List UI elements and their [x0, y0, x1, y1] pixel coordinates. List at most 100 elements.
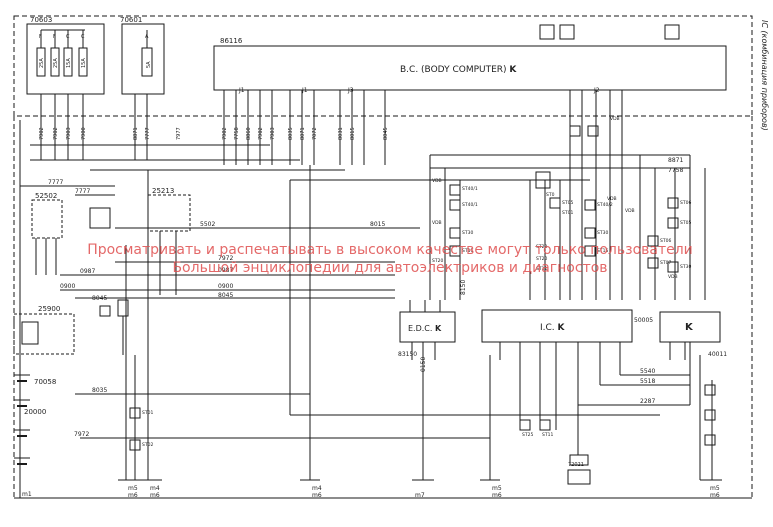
top-wire-3: 7903 [66, 127, 72, 140]
wire-0150: 0150 [420, 357, 427, 372]
switch-label-18: ST05 [680, 220, 691, 226]
vdb-label-6: VDB [668, 274, 678, 280]
top-wire-8: 7902 [222, 127, 228, 140]
switch-label-11: ST11 [536, 266, 547, 272]
switch-label-3: ST30 [462, 230, 473, 236]
wire-7758: 7758 [668, 167, 683, 174]
wire-7777-b: 7777 [75, 188, 90, 195]
switch-label-23: ST11 [542, 432, 553, 438]
relay-code: 25213 [152, 187, 174, 195]
battery-code: 70058 [34, 378, 56, 386]
wire-5518: 5518 [640, 378, 655, 385]
vdb-label-2: VDB [432, 220, 442, 226]
top-wire-9: 7758 [234, 127, 240, 140]
switch-label-2: ST40/1 [462, 202, 478, 208]
fuse-value-3: 15A [66, 58, 72, 68]
sensor-code: 72021 [568, 462, 584, 468]
body-computer-box [213, 45, 727, 91]
ground-label-3: m6 [128, 492, 138, 499]
top-wire-16: 8031 [338, 127, 344, 140]
starter-relay-box [13, 313, 75, 355]
wire-7972: 7972 [218, 255, 233, 262]
battery-b-code: 20000 [24, 408, 46, 416]
wire-5502: 5502 [200, 221, 215, 228]
top-wire-5: 8871 [133, 127, 139, 140]
ic-label: I.C. K [540, 323, 566, 333]
top-wire-13: 8035 [288, 127, 294, 140]
switch-label-13: ST30 [597, 230, 608, 236]
ground-label-4: m4 [150, 485, 160, 492]
ground-label-5: m6 [150, 492, 160, 499]
ground-label-2: m5 [128, 485, 138, 492]
ground-label-12: m6 [710, 492, 720, 499]
fuse-letter-1: F [39, 34, 42, 40]
top-wire-4: 7900 [81, 127, 87, 140]
top-wire-11: 7902 [258, 127, 264, 140]
edc-code: 83150 [398, 351, 417, 358]
wire-7972-b: 7972 [74, 431, 89, 438]
wire-8045-a: 8045 [218, 292, 233, 299]
wire-0987-b: 0987 [80, 268, 95, 275]
wire-8871: 8871 [668, 157, 683, 164]
top-wire-15: 7072 [312, 127, 318, 140]
fuse-box-a [26, 23, 105, 95]
top-wire-12: 7903 [270, 127, 276, 140]
top-wire-2: 7902 [53, 127, 59, 140]
vdb-label-4: VDB [607, 196, 617, 202]
wire-0900-b: 0900 [60, 283, 75, 290]
sensor-box [567, 469, 591, 485]
fuse-letter-5: A [145, 34, 149, 40]
fuse-letter-3: C [66, 34, 70, 40]
switch-label-1: ST40/1 [462, 186, 478, 192]
switch-label-15: ST06 [660, 238, 671, 244]
dashed-frame [13, 15, 753, 117]
vdb-label-3: VDB [610, 116, 620, 122]
wire-8150: 8150 [460, 280, 467, 295]
watermark-line-1: Просматривать и распечатывать в высоком … [87, 242, 693, 258]
switch-label-19: ST30 [680, 264, 691, 270]
bc-label: B.C. (BODY COMPUTER) K [400, 65, 517, 75]
wire-8035: 8035 [92, 387, 107, 394]
top-wire-18: 8045 [383, 127, 389, 140]
switch-label-4: ST11 [462, 248, 473, 254]
top-wire-6: 7777 [145, 127, 151, 140]
switch-label-9: ST22 [536, 244, 547, 250]
key-switch-code: 52502 [35, 192, 57, 200]
ground-label-10: m6 [492, 492, 502, 499]
top-wire-1: 7902 [39, 127, 45, 140]
top-wire-14: 8071 [300, 127, 306, 140]
connector-j2: J2 [593, 87, 600, 94]
switch-label-20: ST01 [142, 410, 153, 416]
fuse-value-5: 5A [146, 61, 152, 68]
ground-label-7: m6 [312, 492, 322, 499]
top-wire-10: 8860 [246, 127, 252, 140]
bc-code: 86116 [220, 37, 243, 45]
switch-label-10: ST20 [536, 256, 547, 262]
right-module-k: K [685, 322, 694, 333]
connector-j3: J3 [347, 87, 354, 94]
wire-5540: 5540 [640, 368, 655, 375]
fuse-letter-2: F [53, 34, 56, 40]
side-title: IC (комбинация приборов) [760, 20, 769, 131]
switch-label-14: ST15 [597, 248, 608, 254]
top-wire-17: 8015 [350, 127, 356, 140]
ground-label-6: m4 [312, 485, 322, 492]
ground-label-9: m5 [492, 485, 502, 492]
wire-2287: 2287 [640, 398, 655, 405]
fuse-letter-4: C [81, 34, 85, 40]
starter-relay-code: 25900 [38, 305, 60, 313]
relay-box [147, 194, 191, 232]
connector-j1-a: J1 [238, 87, 245, 94]
key-switch-box [31, 199, 63, 239]
fuse-box-a-code: 70603 [30, 16, 52, 24]
switch-label-5: ST20 [432, 258, 443, 264]
ground-label-8: m7 [415, 492, 425, 499]
switch-label-6: ST0 [546, 192, 555, 198]
edc-label: E.D.C. K [408, 324, 442, 333]
right-module-code: 40011 [708, 351, 727, 358]
switch-label-21: ST02 [142, 442, 153, 448]
switch-label-17: ST06 [680, 200, 691, 206]
wire-0987-a: 0987 [218, 267, 233, 274]
switch-label-12: ST40/2 [597, 202, 613, 208]
